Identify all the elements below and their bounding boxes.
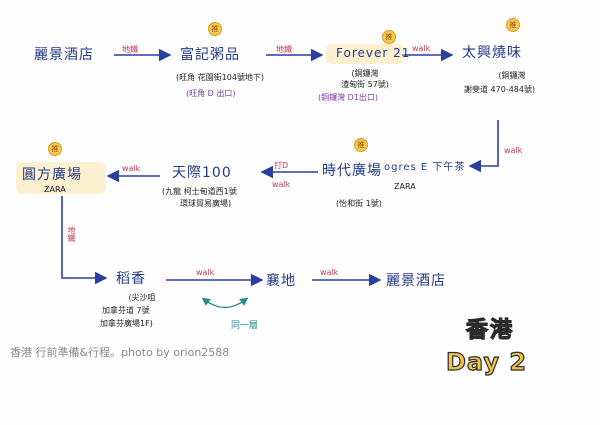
arrow-taixing-to-times <box>468 120 499 173</box>
edge-label-3: walk <box>412 44 431 53</box>
node-sogo: 圓方廣場 <box>22 167 82 183</box>
node-taixing: 太興燒味 <box>462 45 522 61</box>
node-ogres: ogres E 下午茶 <box>384 162 466 173</box>
node-hotel-end: 麗景酒店 <box>386 273 446 289</box>
f21-highlight <box>326 44 404 64</box>
day-title: Day 2 <box>445 347 528 376</box>
taixing-address: 謝斐道 470-484號) <box>464 85 536 94</box>
edge-label-6: 打D <box>274 161 289 170</box>
times-address: (怡和街 1號) <box>336 199 382 208</box>
xiangxiang-address: 加拿芬道 7號 <box>102 306 150 315</box>
edge-label-7: walk <box>122 164 141 173</box>
times-brand: ZARA <box>394 182 416 191</box>
f21-address: 渣甸街 57號) <box>341 80 389 89</box>
edge-label-5: walk <box>272 180 291 189</box>
f21-area: (銅鑼灣 <box>351 69 379 78</box>
footer-credit: 香港 行前準備&行程。photo by orion2588 <box>10 346 230 359</box>
edge-label-10: walk <box>320 268 339 277</box>
edge-label-1: 地鐵 <box>122 45 138 54</box>
node-fuji: 富記粥品 <box>180 47 240 63</box>
recommend-badge-icon: 推 <box>382 30 396 44</box>
recommend-badge-icon: 推 <box>48 142 62 156</box>
edge-label-8: 地鐵 <box>67 226 76 242</box>
lunch-arc <box>201 297 249 309</box>
fuji-exit: (旺角 D 出口) <box>186 89 236 98</box>
same-floor-note: 同一層 <box>231 321 259 331</box>
recommend-badge-icon: 推 <box>208 22 222 36</box>
xiangxiang-building: 加拿芬廣場1F) <box>100 319 153 328</box>
node-times-square: 時代廣場 <box>322 163 382 179</box>
recommend-badge-icon: 推 <box>506 18 520 32</box>
f21-exit: (銅鑼灣 D1出口) <box>318 93 379 102</box>
node-haiyi: 襄地 <box>266 273 296 289</box>
node-xiangxiang: 稻香 <box>116 271 146 287</box>
recommend-badge-icon: 推 <box>354 138 368 152</box>
node-forever21: Forever 21 <box>336 46 411 60</box>
tianji-address-1: (九龍 柯士甸道西1號 <box>162 187 237 196</box>
city-title: 香港 <box>465 317 515 343</box>
sogo-brand: ZARA <box>44 185 66 194</box>
edge-label-4: walk <box>504 146 523 155</box>
edge-label-2: 地鐵 <box>276 45 292 54</box>
node-hotel-start: 麗景酒店 <box>34 47 94 63</box>
fuji-address: (旺角 花園街104號地下) <box>176 73 265 82</box>
tianji-address-2: 環球貿易廣場) <box>180 199 232 208</box>
sogo-highlight <box>16 162 106 194</box>
node-tianji100: 天際100 <box>172 165 232 181</box>
arrow-sogo-to-xiangxiang <box>61 196 108 285</box>
edge-label-9: walk <box>196 268 215 277</box>
xiangxiang-area: (尖沙咀 <box>128 293 156 302</box>
taixing-area: (銅鑼灣 <box>498 71 526 80</box>
